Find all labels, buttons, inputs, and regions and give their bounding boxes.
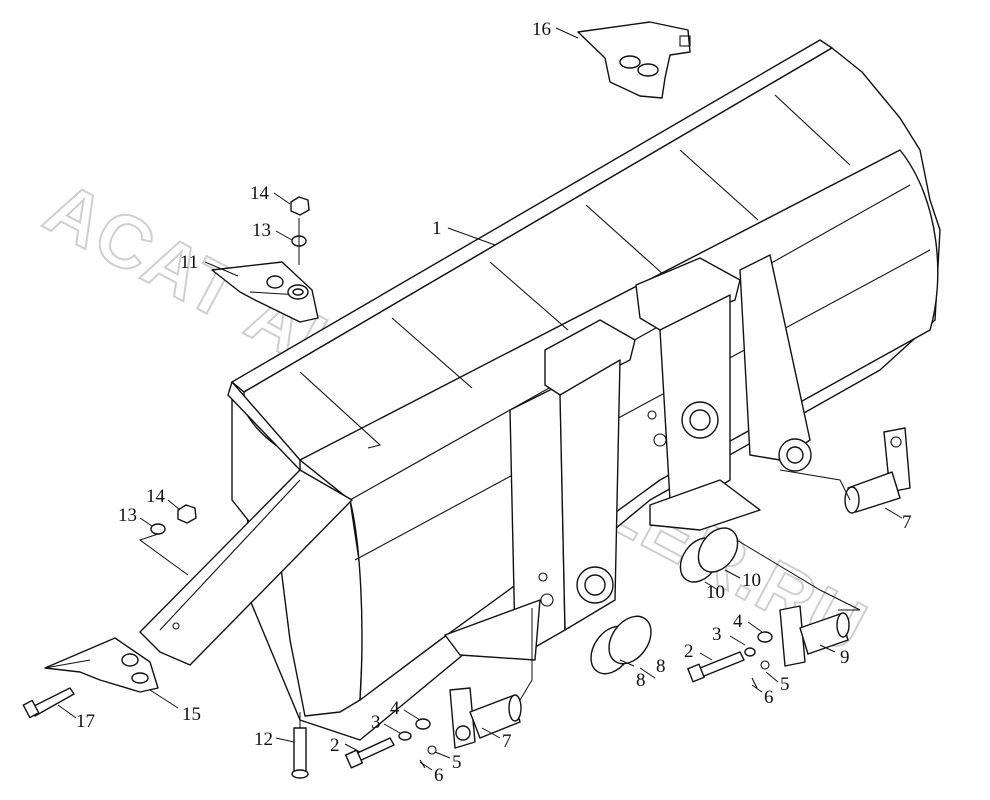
bolt-17 bbox=[22, 687, 75, 719]
hinge-brackets bbox=[444, 254, 812, 661]
shims-10 bbox=[679, 527, 739, 583]
callout-labels: 1 2 2 3 3 4 4 5 5 6 6 7 7 8 8 9 10 10 11… bbox=[76, 19, 912, 786]
callout-5-front: 5 bbox=[452, 752, 462, 773]
callout-2-right: 2 bbox=[684, 641, 694, 662]
callout-14-left: 14 bbox=[146, 486, 166, 507]
leader-lines bbox=[57, 27, 903, 771]
callout-10-lower: 10 bbox=[706, 582, 725, 603]
pin-7-upper bbox=[779, 427, 911, 514]
callout-8-upper: 8 bbox=[656, 656, 666, 677]
tooth-adapter-16 bbox=[577, 21, 691, 99]
callout-4-right: 4 bbox=[733, 611, 743, 632]
shims-8 bbox=[590, 615, 652, 675]
pin-assembly-right bbox=[687, 529, 861, 689]
callout-6-right: 6 bbox=[764, 687, 774, 708]
tooth-adapter-15 bbox=[44, 637, 159, 693]
callout-16: 16 bbox=[532, 19, 551, 40]
callout-17: 17 bbox=[76, 711, 95, 732]
callout-9: 9 bbox=[840, 647, 850, 668]
callout-11: 11 bbox=[180, 252, 198, 273]
bolt-12 bbox=[291, 712, 309, 779]
callout-3-front: 3 bbox=[371, 712, 381, 733]
callout-10-upper: 10 bbox=[742, 570, 761, 591]
callout-7-front: 7 bbox=[502, 731, 512, 752]
callout-15: 15 bbox=[182, 704, 201, 725]
callout-6-front: 6 bbox=[434, 765, 444, 786]
tooth-adapter-11 bbox=[211, 261, 319, 323]
callout-7-upper: 7 bbox=[902, 512, 912, 533]
callout-4-front: 4 bbox=[390, 698, 400, 719]
callout-13-left: 13 bbox=[118, 505, 137, 526]
fasteners-upper bbox=[290, 196, 310, 265]
callout-1: 1 bbox=[432, 218, 442, 239]
callout-2-front: 2 bbox=[330, 735, 340, 756]
fasteners-left bbox=[138, 504, 197, 576]
callout-12: 12 bbox=[254, 729, 273, 750]
callout-13-upper: 13 bbox=[252, 220, 271, 241]
callout-3-right: 3 bbox=[712, 624, 722, 645]
callout-5-right: 5 bbox=[780, 674, 790, 695]
callout-14-upper: 14 bbox=[250, 183, 270, 204]
callout-8-lower: 8 bbox=[636, 670, 646, 691]
side-wear-plate bbox=[139, 469, 353, 666]
pin-assembly-front bbox=[344, 608, 533, 769]
